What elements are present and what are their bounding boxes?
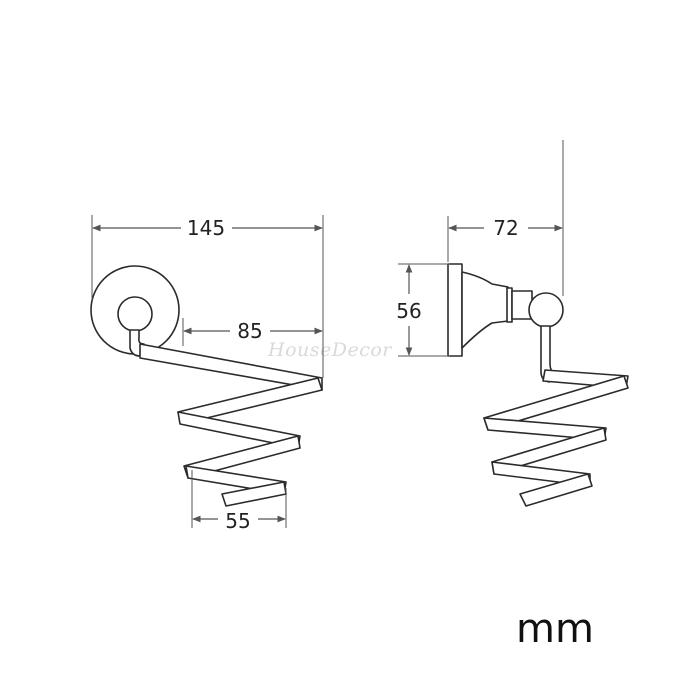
dim-56-label: 56 [396,299,421,323]
side-coil-end [519,473,593,507]
front-view: 145 85 55 [90,215,324,533]
side-flared-neck [461,271,509,349]
side-stem [540,325,552,383]
side-ball-joint [528,292,564,328]
front-coil-end [221,481,287,507]
side-wall-plate [447,263,463,357]
side-view: 72 56 [396,140,629,507]
front-mount-knob [117,296,153,332]
dim-55-label: 55 [225,509,250,533]
dim-72-label: 72 [493,216,518,240]
watermark-text: HouseDecor [267,339,393,361]
dim-85-label: 85 [237,319,262,343]
unit-label: mm [516,606,594,652]
dim-145-label: 145 [187,216,225,240]
